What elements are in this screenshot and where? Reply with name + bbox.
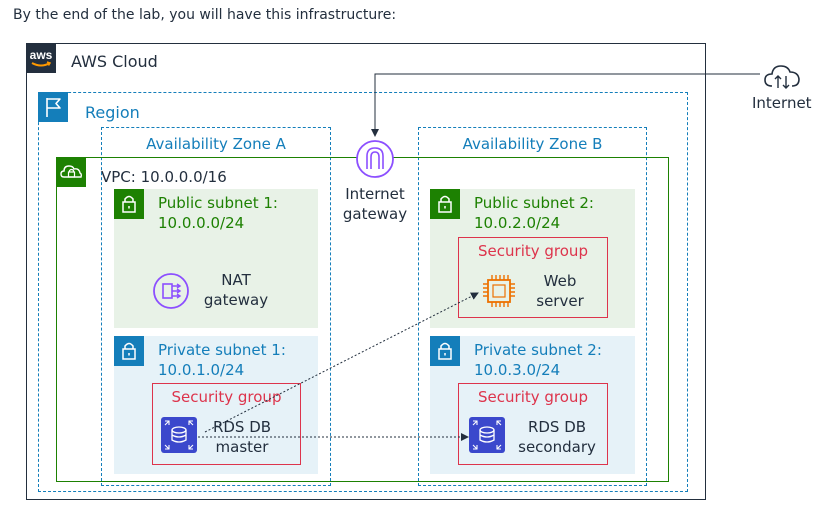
internet-label: Internet	[752, 94, 812, 112]
private-subnet-2-cidr: 10.0.3.0/24	[474, 361, 561, 379]
internet-gateway-icon	[355, 139, 395, 183]
region-label: Region	[85, 103, 140, 122]
lock-icon	[430, 189, 460, 219]
nat-gateway-label-1: NAT	[221, 271, 251, 289]
private-subnet-1-cidr: 10.0.1.0/24	[158, 361, 245, 379]
rds-secondary-label-1: RDS DB	[527, 418, 587, 436]
az-b-label: Availability Zone B	[462, 135, 603, 153]
private-subnet-1-title: Private subnet 1:	[158, 341, 286, 359]
nat-gateway-icon	[152, 272, 190, 314]
db-security-group-1-label: Security group	[171, 388, 282, 406]
intro-text: By the end of the lab, you will have thi…	[13, 7, 397, 23]
db-security-group-2-label: Security group	[478, 388, 588, 406]
public-subnet-1-title: Public subnet 1:	[158, 194, 278, 212]
az-a-label: Availability Zone A	[146, 135, 286, 153]
rds-icon	[161, 417, 197, 457]
web-server-label-2: server	[536, 292, 584, 310]
public-subnet-1: Public subnet 1: 10.0.0.0/24 NAT gateway	[114, 189, 318, 328]
aws-logo-text: aws	[30, 48, 53, 62]
rds-secondary-label-2: secondary	[518, 438, 596, 456]
lock-icon	[114, 336, 144, 366]
rds-master-label-2: master	[215, 438, 269, 456]
nat-gateway-label-2: gateway	[203, 291, 269, 309]
public-subnet-2: Public subnet 2: 10.0.2.0/24	[430, 189, 635, 328]
internet-gateway-label-1: Internet	[345, 185, 405, 203]
lock-icon	[430, 336, 460, 366]
rds-master-label-1: RDS DB	[212, 418, 272, 436]
web-server-label-1: Web	[543, 272, 577, 290]
internet-gateway-label-2: gateway	[342, 205, 408, 223]
vpc-label: VPC: 10.0.0.0/16	[101, 168, 227, 186]
cloud-updown-icon	[762, 60, 802, 96]
aws-cloud-label: AWS Cloud	[71, 52, 158, 71]
flag-icon	[38, 92, 68, 122]
public-subnet-2-cidr: 10.0.2.0/24	[474, 214, 561, 232]
lock-icon	[114, 189, 144, 219]
aws-cloud-group: aws AWS Cloud	[26, 43, 706, 500]
public-subnet-1-cidr: 10.0.0.0/24	[158, 214, 245, 232]
web-security-group-label: Security group	[478, 242, 588, 260]
region-group: Region	[38, 92, 688, 492]
db-security-group-2: Security group RDS DB secondary	[458, 383, 608, 465]
private-subnet-2-title: Private subnet 2:	[474, 341, 602, 359]
rds-icon	[469, 417, 505, 457]
vpc-cloud-icon	[56, 157, 86, 187]
public-subnet-2-title: Public subnet 2:	[474, 194, 594, 212]
web-security-group: Security group Web server	[458, 237, 608, 318]
ec2-chip-icon	[479, 271, 519, 315]
db-security-group-1: Security group RDS DB master	[152, 383, 301, 465]
aws-logo: aws	[26, 43, 56, 73]
